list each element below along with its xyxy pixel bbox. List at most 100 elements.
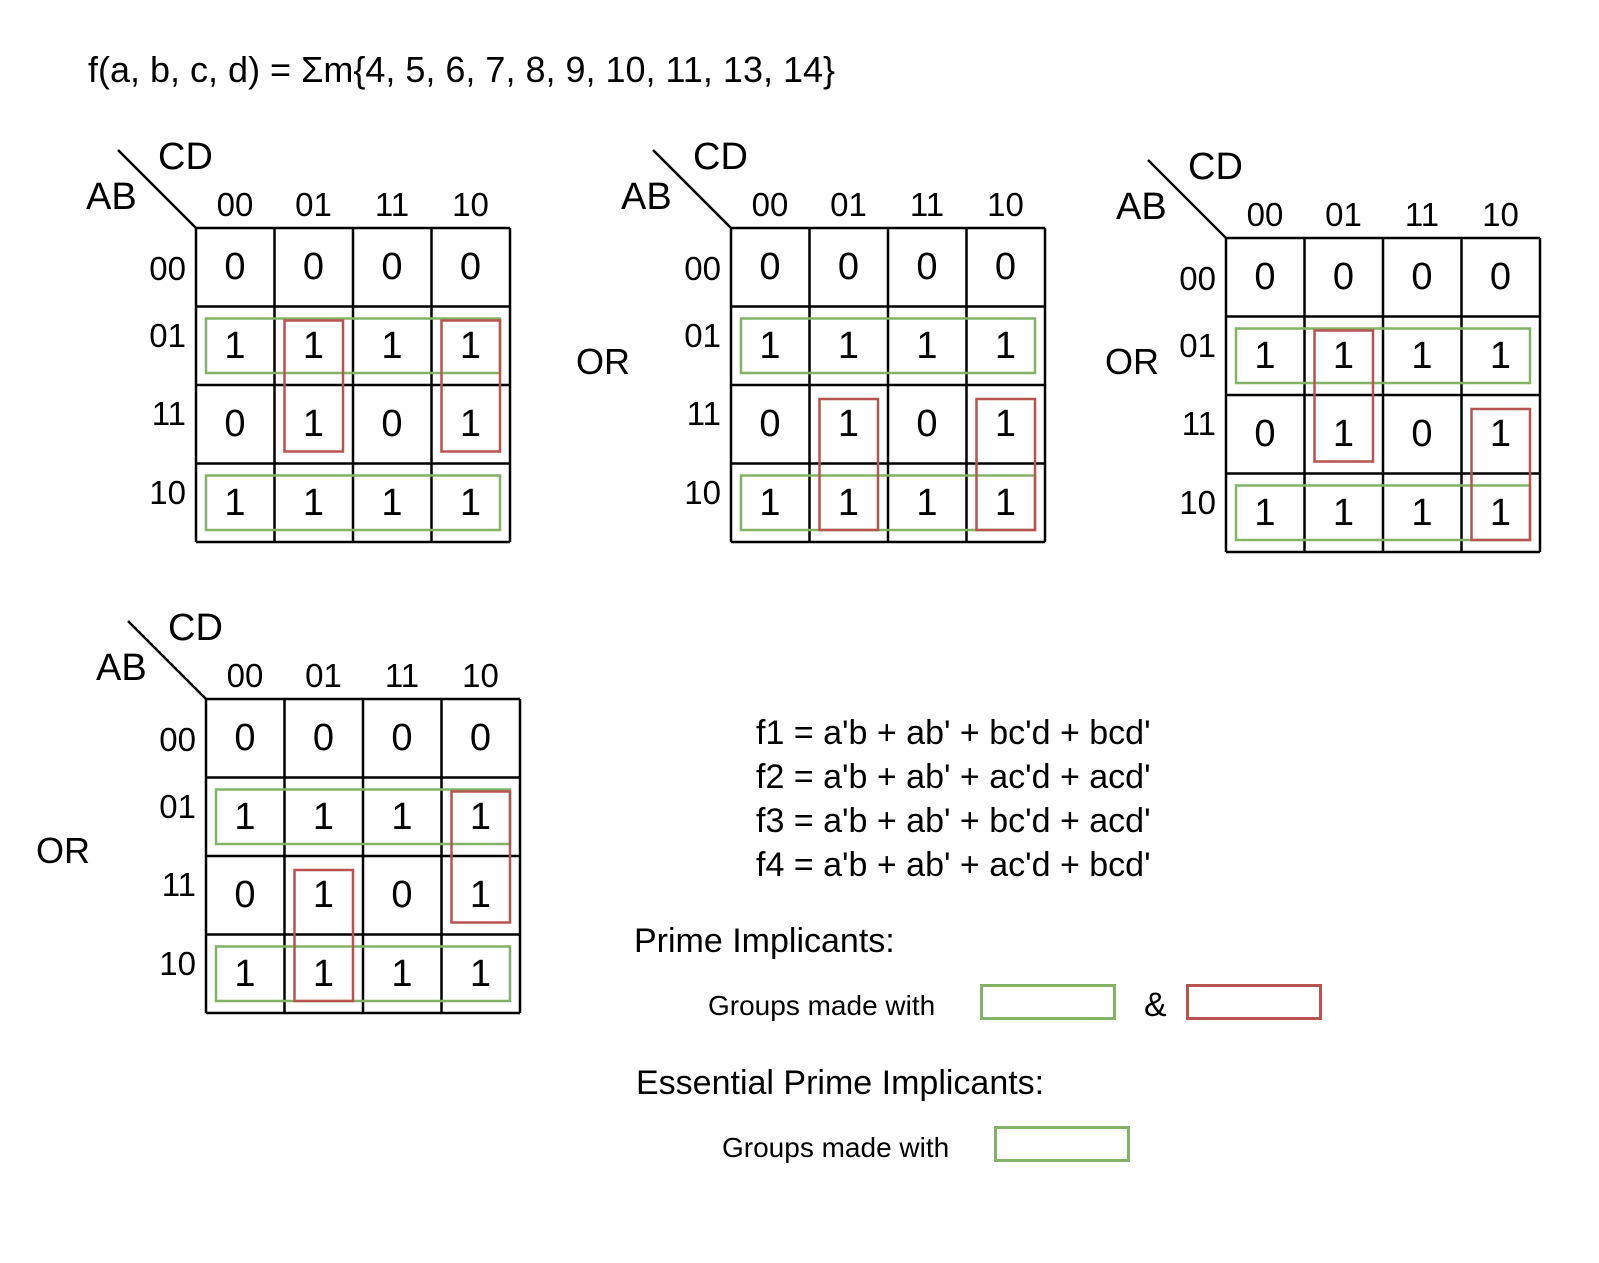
kmap-cell: 0 bbox=[1411, 413, 1433, 455]
kmap-cell: 1 bbox=[459, 481, 482, 524]
red-group-rectangle bbox=[293, 868, 355, 1003]
kmap-cell: 0 bbox=[459, 246, 482, 288]
kmap-cell: 1 bbox=[759, 324, 781, 367]
kmap-cell: 1 bbox=[916, 481, 938, 524]
or-label-3: OR bbox=[36, 830, 90, 871]
essential-prime-implicants-heading: Essential Prime Implicants: bbox=[636, 1064, 1045, 1102]
kmap-cell: 0 bbox=[1332, 256, 1355, 298]
column-header-01: 01 bbox=[830, 186, 867, 223]
kmap-cell: 0 bbox=[1489, 256, 1512, 298]
row-header-10: 10 bbox=[684, 473, 721, 511]
red-group-rectangle bbox=[440, 319, 502, 453]
column-header-10: 10 bbox=[1482, 196, 1519, 233]
column-header-10: 10 bbox=[452, 186, 489, 223]
column-header-11: 11 bbox=[1404, 196, 1440, 233]
column-header-10: 10 bbox=[462, 657, 499, 694]
kmap-cell: 0 bbox=[391, 874, 413, 916]
kmap-cell: 1 bbox=[469, 795, 492, 838]
kmap-cell: 0 bbox=[224, 246, 246, 288]
kmap-cell: 0 bbox=[234, 717, 256, 759]
red-group-rectangle bbox=[1470, 407, 1532, 542]
kmap-cell: 1 bbox=[391, 795, 413, 838]
kmap-cell: 1 bbox=[994, 403, 1017, 445]
kmap-cell: 1 bbox=[1332, 413, 1355, 455]
green-group-rectangle bbox=[204, 474, 502, 532]
kmap-cell: 0 bbox=[1254, 413, 1276, 455]
kmap-grid bbox=[1147, 159, 1542, 554]
kmap-cell: 0 bbox=[381, 246, 403, 288]
red-group-rectangle bbox=[283, 319, 345, 453]
kmap-cell: 0 bbox=[302, 246, 325, 288]
row-variable-label: AB bbox=[96, 647, 147, 689]
row-header-01: 01 bbox=[684, 316, 721, 354]
essential-prime-implicants-groups-label: Groups made with bbox=[722, 1132, 950, 1163]
kmap-cell: 1 bbox=[759, 481, 781, 524]
legend-red-box bbox=[1186, 984, 1322, 1020]
red-group-rectangle bbox=[975, 397, 1037, 532]
kmap-cell: 0 bbox=[1254, 256, 1276, 298]
kmap-cell: 1 bbox=[381, 324, 403, 367]
row-header-01: 01 bbox=[159, 787, 196, 825]
column-header-01: 01 bbox=[305, 657, 342, 694]
row-header-10: 10 bbox=[149, 473, 186, 511]
kmap-cell: 1 bbox=[312, 952, 335, 995]
expression-f2: f2 = a'b + ab' + ac'd + acd' bbox=[756, 758, 1151, 796]
kmap-cell: 0 bbox=[837, 246, 860, 288]
kmap-cell: 0 bbox=[759, 403, 781, 445]
kmap-cell: 1 bbox=[1489, 491, 1512, 534]
column-header-11: 11 bbox=[384, 657, 420, 694]
column-header-00: 00 bbox=[751, 186, 789, 223]
column-header-01: 01 bbox=[295, 186, 332, 223]
column-header-00: 00 bbox=[226, 657, 264, 694]
diagonal-divider bbox=[1147, 159, 1227, 239]
column-header-00: 00 bbox=[1246, 196, 1284, 233]
kmap-cell: 1 bbox=[1254, 491, 1276, 534]
kmap-cell: 1 bbox=[469, 952, 492, 995]
kmap-cell: 0 bbox=[469, 717, 492, 759]
prime-implicants-groups-label: Groups made with bbox=[708, 990, 936, 1021]
or-label-2: OR bbox=[1105, 341, 1159, 382]
row-header-10: 10 bbox=[159, 944, 196, 982]
kmap-cell: 0 bbox=[916, 246, 938, 288]
kmap-cell: 1 bbox=[381, 481, 403, 524]
legend-green-box bbox=[980, 984, 1116, 1020]
column-header-11: 11 bbox=[374, 186, 410, 223]
kmap-cell: 1 bbox=[837, 324, 860, 367]
kmap-cell: 0 bbox=[234, 874, 256, 916]
row-header-11: 11 bbox=[161, 866, 196, 903]
kmap-cell: 0 bbox=[994, 246, 1017, 288]
kmap-grid bbox=[127, 620, 522, 1015]
kmap-cell: 1 bbox=[1411, 334, 1433, 377]
red-group-rectangle bbox=[450, 790, 512, 924]
kmap-cell: 0 bbox=[312, 717, 335, 759]
kmap-cell: 0 bbox=[224, 403, 246, 445]
kmap-cell: 0 bbox=[381, 403, 403, 445]
column-header-00: 00 bbox=[216, 186, 254, 223]
kmap-cell: 1 bbox=[224, 324, 246, 367]
kmap-cell: 1 bbox=[1332, 334, 1355, 377]
kmap-cell: 1 bbox=[1254, 334, 1276, 377]
row-header-00: 00 bbox=[684, 250, 721, 287]
green-group-rectangle bbox=[739, 317, 1037, 375]
kmap-cell: 0 bbox=[759, 246, 781, 288]
column-variable-label: CD bbox=[168, 607, 223, 649]
ampersand-connector: & bbox=[1144, 986, 1167, 1024]
column-variable-label: CD bbox=[1188, 146, 1243, 188]
kmap-grid bbox=[117, 149, 512, 544]
diagonal-divider bbox=[652, 149, 732, 229]
solution-expressions: f1 = a'b + ab' + bc'd + bcd' f2 = a'b + … bbox=[756, 716, 1151, 892]
kmap-cell: 1 bbox=[302, 481, 325, 524]
kmap-cell: 1 bbox=[1332, 491, 1355, 534]
diagonal-divider bbox=[127, 620, 207, 700]
red-group-rectangle bbox=[1313, 329, 1375, 463]
row-header-11: 11 bbox=[1181, 405, 1216, 442]
kmap-cell: 1 bbox=[234, 952, 256, 995]
row-header-00: 00 bbox=[159, 721, 196, 758]
green-group-rectangle bbox=[1234, 327, 1532, 385]
expression-f1: f1 = a'b + ab' + bc'd + bcd' bbox=[756, 714, 1151, 752]
kmap-cell: 1 bbox=[1489, 334, 1512, 377]
kmap-cell: 1 bbox=[459, 403, 482, 445]
kmap-cell: 1 bbox=[916, 324, 938, 367]
